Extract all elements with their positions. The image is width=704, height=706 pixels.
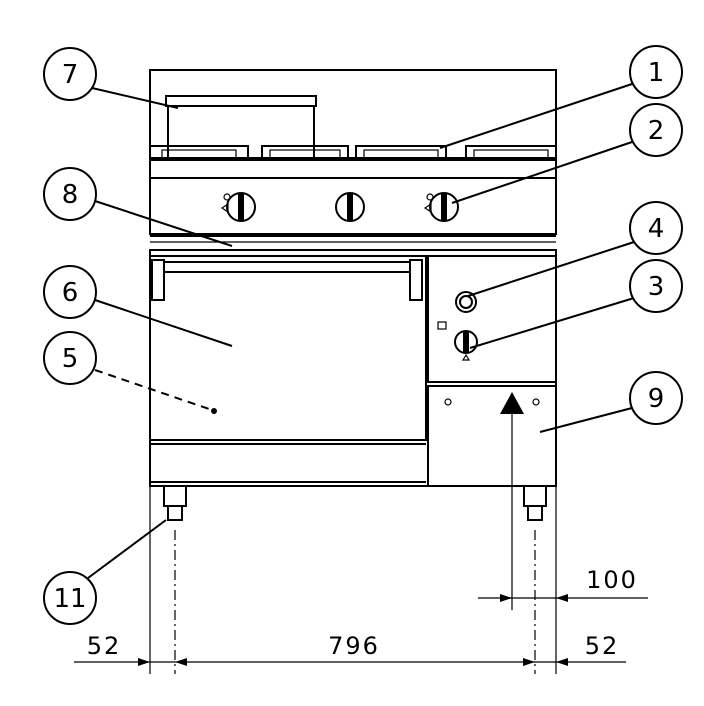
dimension-inlet-offset: 100 [586,566,638,594]
burner-row [149,145,557,159]
callout-label: 4 [648,214,665,244]
callout-11: 11 [43,519,167,625]
callout-9: 9 [539,371,683,433]
dimension-main-width: 796 [328,632,380,660]
adjustable-feet [163,485,547,521]
hob-knob-center [335,192,365,222]
callout-label: 2 [648,116,665,146]
callout-label: 8 [62,180,79,210]
callout-1: 1 [439,45,683,149]
cooker-body [149,69,557,487]
callout-8: 8 [43,167,233,247]
callout-6: 6 [43,265,233,347]
fry-top-plate [165,95,317,161]
callout-label: 6 [62,278,79,308]
callout-4: 4 [467,201,683,297]
oven-door [149,255,427,483]
hob-knob-right [423,192,459,222]
callout-2: 2 [451,103,683,204]
side-compartment [427,385,557,487]
callout-3: 3 [469,259,683,349]
callout-label: 1 [648,58,665,88]
callout-label: 3 [648,272,665,302]
callout-label: 9 [648,384,665,414]
callout-label: 11 [53,584,86,614]
hob-knob-left [220,192,256,222]
callout-5: 5 [43,331,217,414]
dimension-right-offset: 52 [585,632,620,660]
callout-label: 7 [62,60,79,90]
callout-label: 5 [62,344,79,374]
dimension-left-offset: 52 [87,632,122,660]
callout-7: 7 [43,47,179,109]
oven-control-panel [427,255,557,383]
dimension-lines [74,400,648,674]
